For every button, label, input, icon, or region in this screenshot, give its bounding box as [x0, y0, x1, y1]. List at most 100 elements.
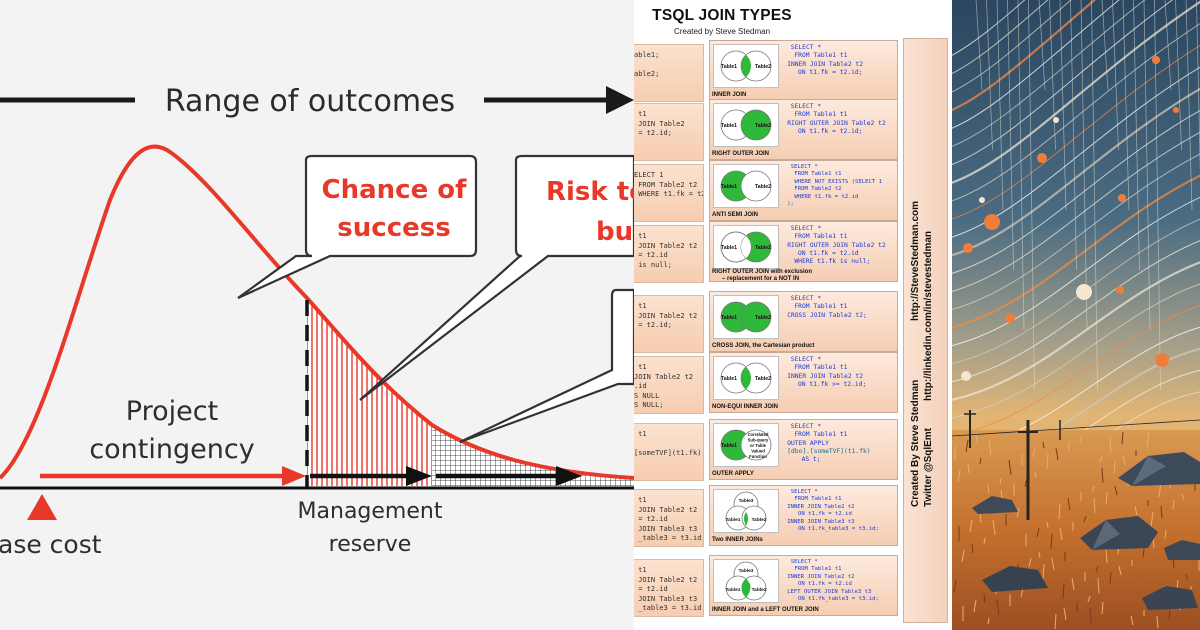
author-sidebar: Created By Steve Stedman Twitter @SqlEmt… [903, 38, 948, 623]
venn-intersection [741, 578, 751, 598]
sql-line: RIGHT OUTER JOIN Table2 t2 [787, 119, 886, 127]
hanging-thread [1091, 0, 1098, 391]
grass-stroke [1058, 503, 1061, 520]
hanging-thread [975, 0, 983, 91]
cropped-sql-text: t1 JOIN Table2 t2 = t2.id; [638, 302, 698, 329]
hanging-thread [1017, 0, 1025, 331]
join-type-label: Two INNER JOINs [712, 537, 832, 544]
join-type-label: OUTER APPLY [712, 471, 832, 478]
grass-stroke [1134, 505, 1138, 516]
management-reserve-line-1: Management [298, 499, 443, 524]
grass-stroke [988, 439, 992, 456]
join-type-label-line: NON-EQUI INNER JOIN [712, 404, 779, 410]
venn-intersection [744, 512, 748, 526]
sql-line: SELECT * [790, 489, 818, 495]
floating-orb [979, 197, 985, 203]
join-type-label: INNER JOIN [712, 92, 832, 99]
grass-stroke [1036, 527, 1040, 538]
grass-stroke [1160, 505, 1163, 519]
flowing-line [952, 0, 1049, 75]
venn-table-label: Valued [751, 449, 765, 454]
join-type-label: INNER JOIN and a LEFT OUTER JOIN [712, 607, 832, 614]
grass-stroke [1008, 459, 1012, 476]
venn-table-label: Function [749, 454, 767, 459]
grass-stroke [1118, 565, 1122, 576]
sql-line: FROM Table1 t1 [794, 431, 848, 439]
cropped-sql-text: t1 JOIN Table2 t2 = t2.id JOIN Table3 t3… [638, 496, 704, 542]
hanging-thread [996, 0, 1004, 211]
cropped-sql-fragment: t1 [someTVF](t1.fk) [634, 423, 704, 481]
venn-table-label: Table2 [755, 123, 771, 129]
grass-stroke [983, 593, 986, 604]
floating-orb [963, 243, 973, 253]
join-type-label: ANTI SEMI JOIN [712, 212, 832, 219]
venn-table-label: Table2 [755, 376, 771, 382]
grass-stroke [1156, 615, 1159, 629]
floating-orb [1053, 117, 1059, 123]
cropped-sql-text: t1 JOIN Table2 t2 = t2.id JOIN Table3 t3… [638, 566, 704, 612]
grass-stroke [971, 543, 974, 554]
venn-table-label: Table2 [755, 184, 771, 190]
venn-table-label: or Table [750, 443, 767, 448]
chance-line-1: Chance of [322, 175, 468, 205]
sql-line: ON t1.fk_table3 = t3.id; [798, 526, 879, 533]
flowing-line [952, 174, 1200, 329]
grass-stroke [1101, 601, 1104, 615]
base-cost-label: ase cost [0, 530, 102, 559]
flowing-line [952, 0, 1120, 129]
sidebar-linkedin[interactable]: http://linkedin.com/in/stevestedman [923, 230, 934, 401]
sql-line: ON t1.fk = t2.id [798, 511, 852, 518]
utility-poles [952, 410, 1200, 520]
grass-stroke [1054, 613, 1057, 630]
venn-intersection [741, 366, 751, 390]
join-type-label-line: CROSS JOIN, the Cartesian product [712, 343, 815, 349]
sidebar-website[interactable]: http://SteveStedman.com [910, 200, 921, 321]
management-reserve-line-2: reserve [329, 532, 412, 557]
grass-stroke [1083, 515, 1087, 523]
grass-stroke [1046, 453, 1049, 470]
cropped-sql-text: t1 [someTVF](t1.fk) [634, 430, 702, 457]
reserve-callout [459, 288, 634, 444]
grass-stroke [1164, 529, 1167, 540]
tsql-title: TSQL JOIN TYPES [652, 7, 792, 24]
grass-stroke [1093, 497, 1096, 514]
grass-stroke [1079, 435, 1083, 443]
venn-excluded [741, 235, 751, 259]
join-type-label-line: – replacement for a NOT IN [722, 276, 800, 282]
sql-line: ON t1.fk_table3 = t3.id; [798, 596, 879, 603]
cropped-sql-fragment: t1 JOIN Table2 t2 = t2.id is null; [634, 225, 704, 283]
sql-line: FROM Table1 t1 [794, 364, 848, 372]
cropped-sql-fragment: t1 JOIN Table2 t2 .id S NULL S NULL; [634, 356, 704, 414]
grass-stroke [979, 513, 982, 524]
chance-callout [237, 154, 478, 300]
grass-stroke [1113, 461, 1116, 475]
flowing-line [952, 261, 1200, 401]
cropped-sql-column: able1; able2; t1 JOIN Table2 = t2.id;ELE… [634, 0, 704, 630]
venn-table-label: Table2 [752, 517, 767, 523]
hanging-thread [1164, 0, 1172, 91]
cost-distribution-diagram: Range of outcomes Chance of succes [0, 84, 634, 559]
sql-line: WHERE t1.fk is null; [794, 258, 871, 266]
flowing-line [952, 66, 1200, 238]
sql-line: AS t; [801, 456, 821, 464]
venn-table-label: Table3 [739, 498, 754, 504]
venn-table-label: Table1 [721, 376, 737, 382]
grass-stroke [987, 483, 990, 494]
flowing-line [952, 0, 1072, 93]
grass-stroke [1181, 493, 1185, 501]
grass-stroke [973, 599, 977, 613]
sql-line: FROM Table1 t1 [794, 303, 848, 311]
sidebar-author: Created By Steve Stedman [910, 379, 921, 507]
venn-table-label: Table1 [726, 587, 741, 593]
